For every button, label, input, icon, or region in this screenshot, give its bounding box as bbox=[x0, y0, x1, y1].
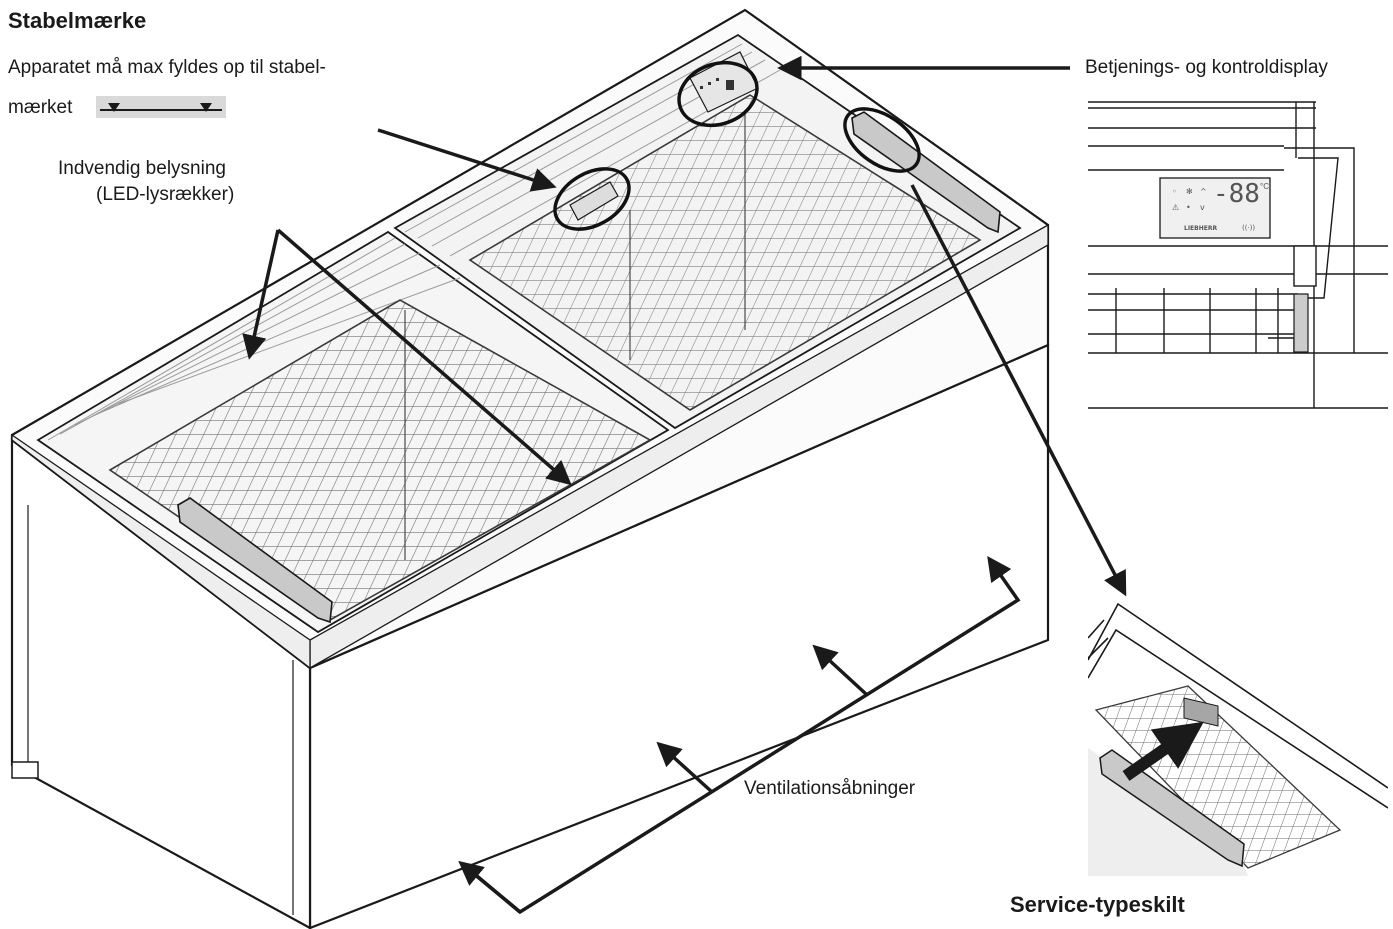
service-plate-drawing bbox=[1088, 602, 1388, 876]
pointer-arrows bbox=[242, 55, 1127, 915]
freezer-foot bbox=[11, 761, 39, 779]
rim-end-strip bbox=[11, 433, 311, 670]
lighting-label-line1: Indvendig belysning bbox=[58, 158, 226, 179]
arrow-lighting-left bbox=[242, 229, 280, 360]
highlight-led-light bbox=[553, 167, 631, 231]
display-panel bbox=[1159, 177, 1271, 239]
svg-text:•: • bbox=[1186, 203, 1191, 212]
led-light-fixture bbox=[569, 181, 619, 221]
handle-right bbox=[851, 111, 1001, 234]
basket-divider-wires bbox=[404, 110, 746, 560]
lid-handles bbox=[177, 111, 1001, 624]
arrow-stack-mark bbox=[377, 128, 557, 192]
display-label: Betjenings- og kontroldisplay bbox=[1085, 57, 1328, 78]
display-detail-drawing: ◦ ✻ ^ ⚠ • v LIEBHERR ((·)) bbox=[1088, 101, 1388, 409]
service-plate-inset bbox=[1088, 598, 1388, 876]
svg-text:v: v bbox=[1200, 203, 1205, 212]
svg-text:⚠: ⚠ bbox=[1172, 203, 1179, 212]
svg-text:^: ^ bbox=[1200, 187, 1207, 196]
service-plate-title: Service-typeskilt bbox=[1010, 892, 1185, 917]
lighting-label-line2: (LED-lysrækker) bbox=[96, 184, 235, 205]
highlight-control-display bbox=[677, 60, 759, 128]
display-detail-inset: ◦ ✻ ^ ⚠ • v LIEBHERR ((·)) -88 °C bbox=[1088, 98, 1388, 433]
svg-text:✻: ✻ bbox=[1186, 187, 1193, 196]
svg-text:((·)): ((·)) bbox=[1242, 224, 1255, 232]
arrow-service-plate bbox=[910, 184, 1127, 597]
svg-text:◦: ◦ bbox=[1172, 187, 1177, 196]
service-type-plate bbox=[1183, 697, 1219, 727]
display-readout: -88 bbox=[1213, 179, 1260, 209]
stack-mark-text-line2: mærket bbox=[8, 97, 73, 118]
arrow-vent-2 bbox=[656, 741, 714, 794]
basket-right bbox=[468, 94, 982, 411]
svg-text:LIEBHERR: LIEBHERR bbox=[1184, 225, 1217, 232]
highlight-service-plate bbox=[843, 107, 921, 173]
stack-mark-title: Stabelmærke bbox=[8, 8, 147, 33]
arrow-vent-1 bbox=[458, 860, 522, 914]
handle-left bbox=[177, 497, 333, 624]
ventilation-label: Ventilationsåbninger bbox=[744, 778, 916, 799]
stack-mark-text-line1: Apparatet må max fyldes op til stabel- bbox=[8, 57, 326, 78]
arrow-vent-3 bbox=[812, 644, 868, 696]
arrow-lighting-right bbox=[276, 228, 572, 486]
display-unit: °C bbox=[1260, 182, 1269, 191]
stack-mark-icon bbox=[96, 96, 226, 118]
highlight-circles bbox=[553, 60, 921, 231]
